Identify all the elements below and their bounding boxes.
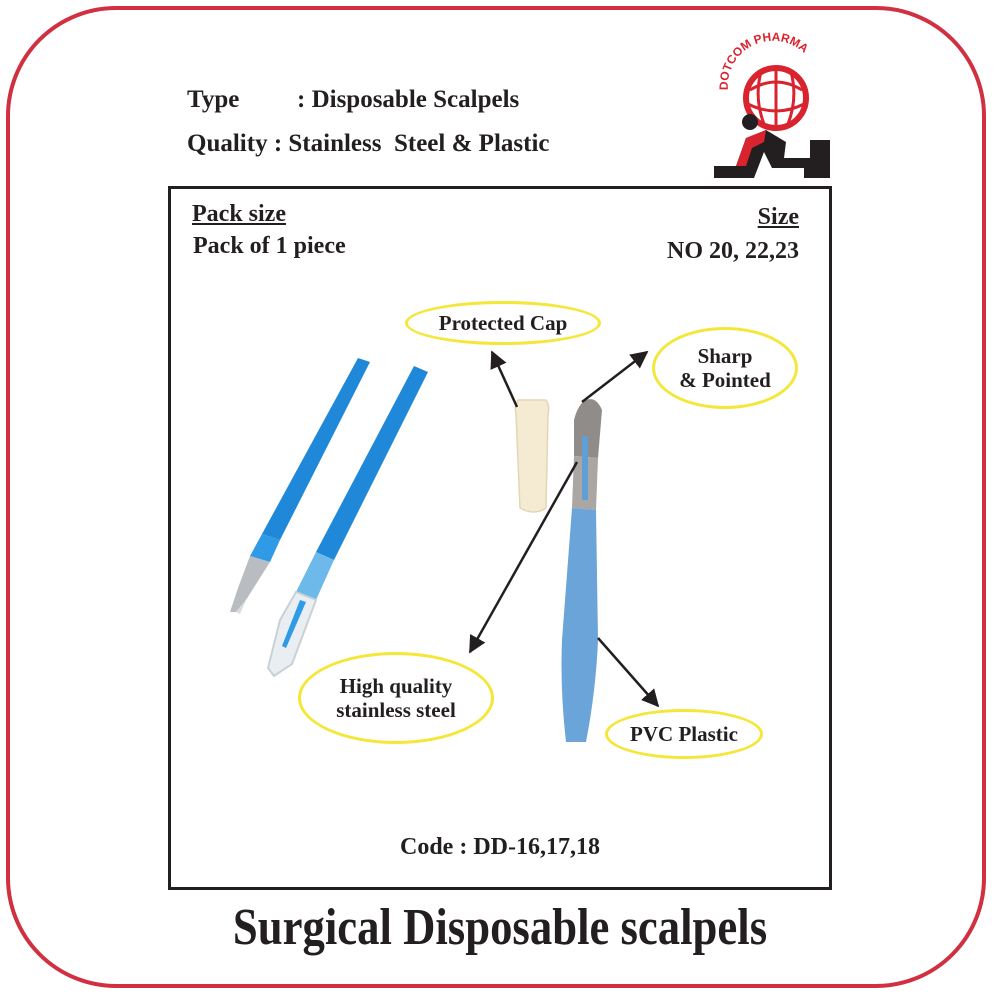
callout-steel-line2: stainless steel [336,698,456,722]
dotcom-pharma-logo: DOTCOM PHARMA [714,30,830,178]
size-heading: Size [757,204,799,230]
callout-protected-cap-text: Protected Cap [438,310,568,335]
callout-steel-line1: High quality [339,673,453,698]
scalpel-right [561,399,602,742]
protective-cap [514,399,550,513]
callout-sharp-pointed: Sharp & Pointed [652,327,798,409]
scalpel-left-2 [266,366,428,678]
spec-type: Type : Disposable Scalpels [187,86,519,114]
product-panel [168,186,832,890]
callout-pvc-text: PVC Plastic [630,721,738,746]
quality-value: : Stainless Steel & Plastic [267,130,550,157]
page-title: Surgical Disposable scalpels [232,899,768,956]
arrow-pvc-plastic [597,637,660,708]
pack-size-heading: Pack size [192,201,286,227]
size-value: NO 20, 22,23 [667,238,799,264]
type-label: Type [187,86,240,113]
quality-label: Quality [187,130,268,157]
scalpel-left-1 [230,358,370,614]
arrow-sharp-pointed [581,350,649,403]
product-code: Code : DD-16,17,18 [400,834,600,860]
callout-stainless-steel: High quality stainless steel [298,652,494,744]
callout-pvc-plastic: PVC Plastic [605,709,763,759]
type-value: : Disposable Scalpels [297,86,520,113]
arrow-protected-cap [490,350,519,408]
callout-protected-cap: Protected Cap [405,301,601,345]
pack-size-value: Pack of 1 piece [193,233,346,259]
callout-sharp-line1: Sharp [697,343,753,368]
callout-sharp-line2: & Pointed [679,368,771,392]
outer-frame [6,6,986,988]
arrow-stainless-steel [468,461,579,654]
spec-quality: Quality : Stainless Steel & Plastic [187,130,550,158]
